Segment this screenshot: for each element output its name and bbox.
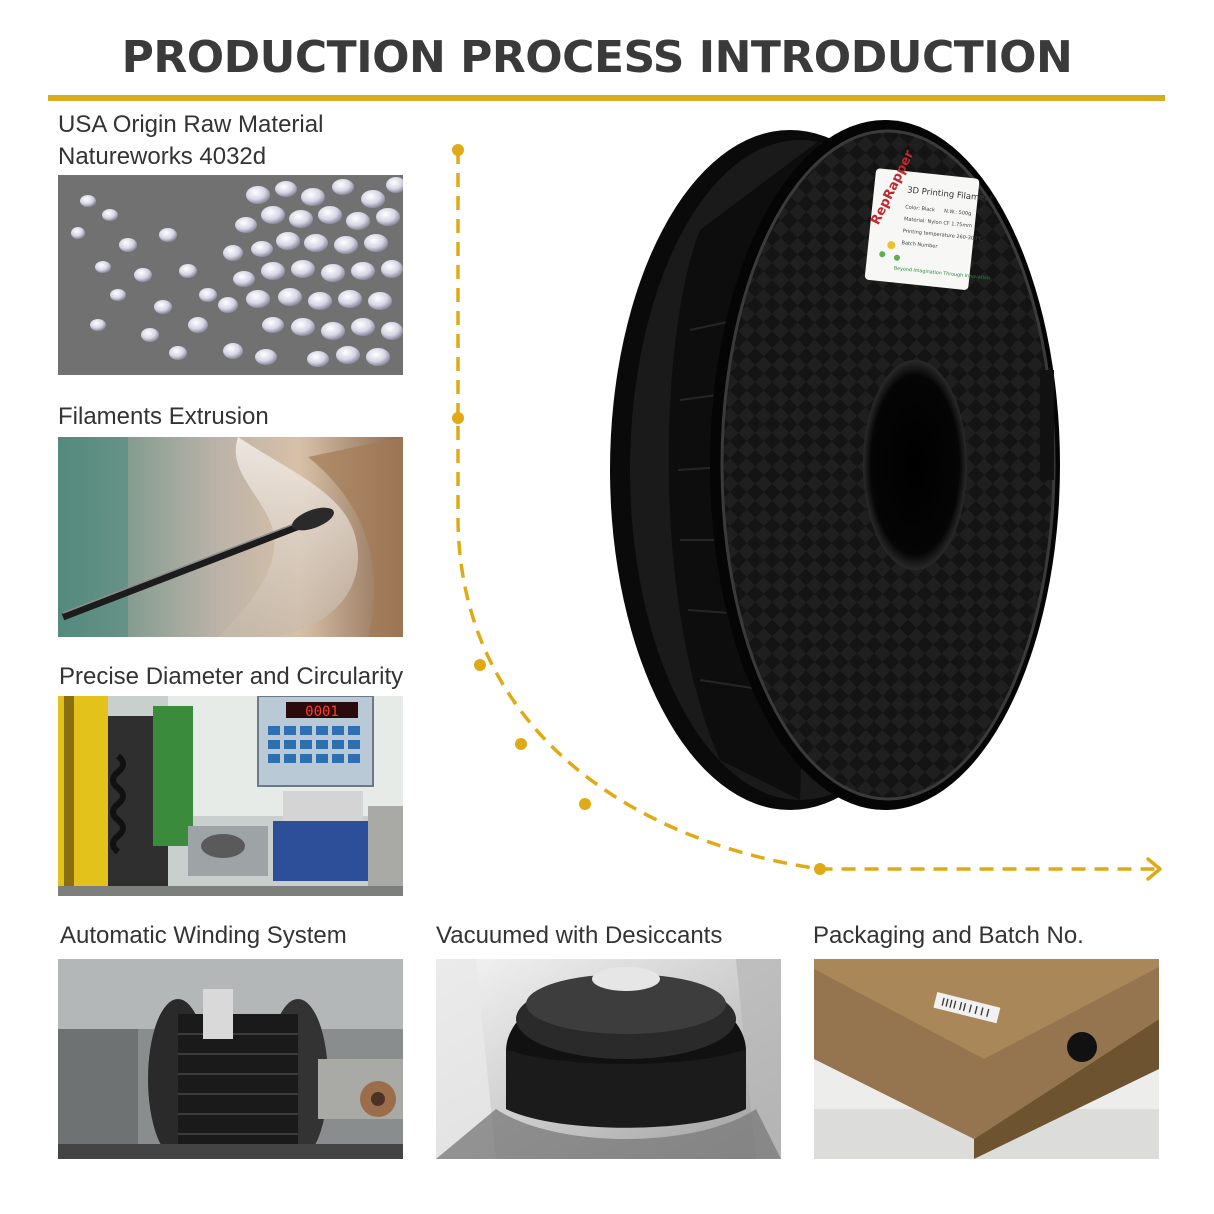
flow-dot-diameter bbox=[474, 659, 486, 671]
vacuum-bag-image bbox=[436, 959, 781, 1159]
diameter-gauge-image: 0001 bbox=[58, 696, 403, 896]
step-extrusion-label: Filaments Extrusion bbox=[58, 403, 269, 430]
flow-dot-extrusion bbox=[452, 412, 464, 424]
spool-color: Color: Black bbox=[905, 204, 935, 213]
winding-machine-image bbox=[58, 959, 403, 1159]
packaging-box-image bbox=[814, 959, 1159, 1159]
filament-spool: RepRapper 3D Printing Filament Color: Bl… bbox=[610, 120, 1060, 810]
spool-label: RepRapper 3D Printing Filament Color: Bl… bbox=[864, 148, 994, 290]
spool-batch: Batch Number bbox=[901, 240, 938, 250]
flow-dot-packaging bbox=[814, 863, 826, 875]
step-raw-material-line1: USA Origin Raw Material bbox=[58, 111, 324, 138]
extrusion-image bbox=[58, 437, 403, 637]
page-title: PRODUCTION PROCESS INTRODUCTION bbox=[121, 32, 1073, 83]
raw-material-pellets-image bbox=[58, 175, 403, 375]
step-raw-material-label: USA Origin Raw Material Natureworks 4032… bbox=[58, 109, 323, 173]
step-raw-material-line2: Natureworks 4032d bbox=[58, 143, 267, 170]
step-winding-label: Automatic Winding System bbox=[60, 922, 347, 949]
step-diameter-label: Precise Diameter and Circularity bbox=[59, 663, 404, 690]
flow-dot-winding bbox=[515, 738, 527, 750]
spool-weight: N.W.: 500g bbox=[944, 208, 972, 217]
step-packaging-label: Packaging and Batch No. bbox=[813, 922, 1084, 949]
flow-dot-vacuum bbox=[579, 798, 591, 810]
flow-dot-raw-material bbox=[452, 144, 464, 156]
step-vacuum-label: Vacuumed with Desiccants bbox=[436, 922, 723, 949]
title-underline bbox=[48, 95, 1165, 101]
gauge-readout: 0001 bbox=[305, 704, 339, 720]
process-flow-arrow bbox=[452, 144, 1162, 881]
